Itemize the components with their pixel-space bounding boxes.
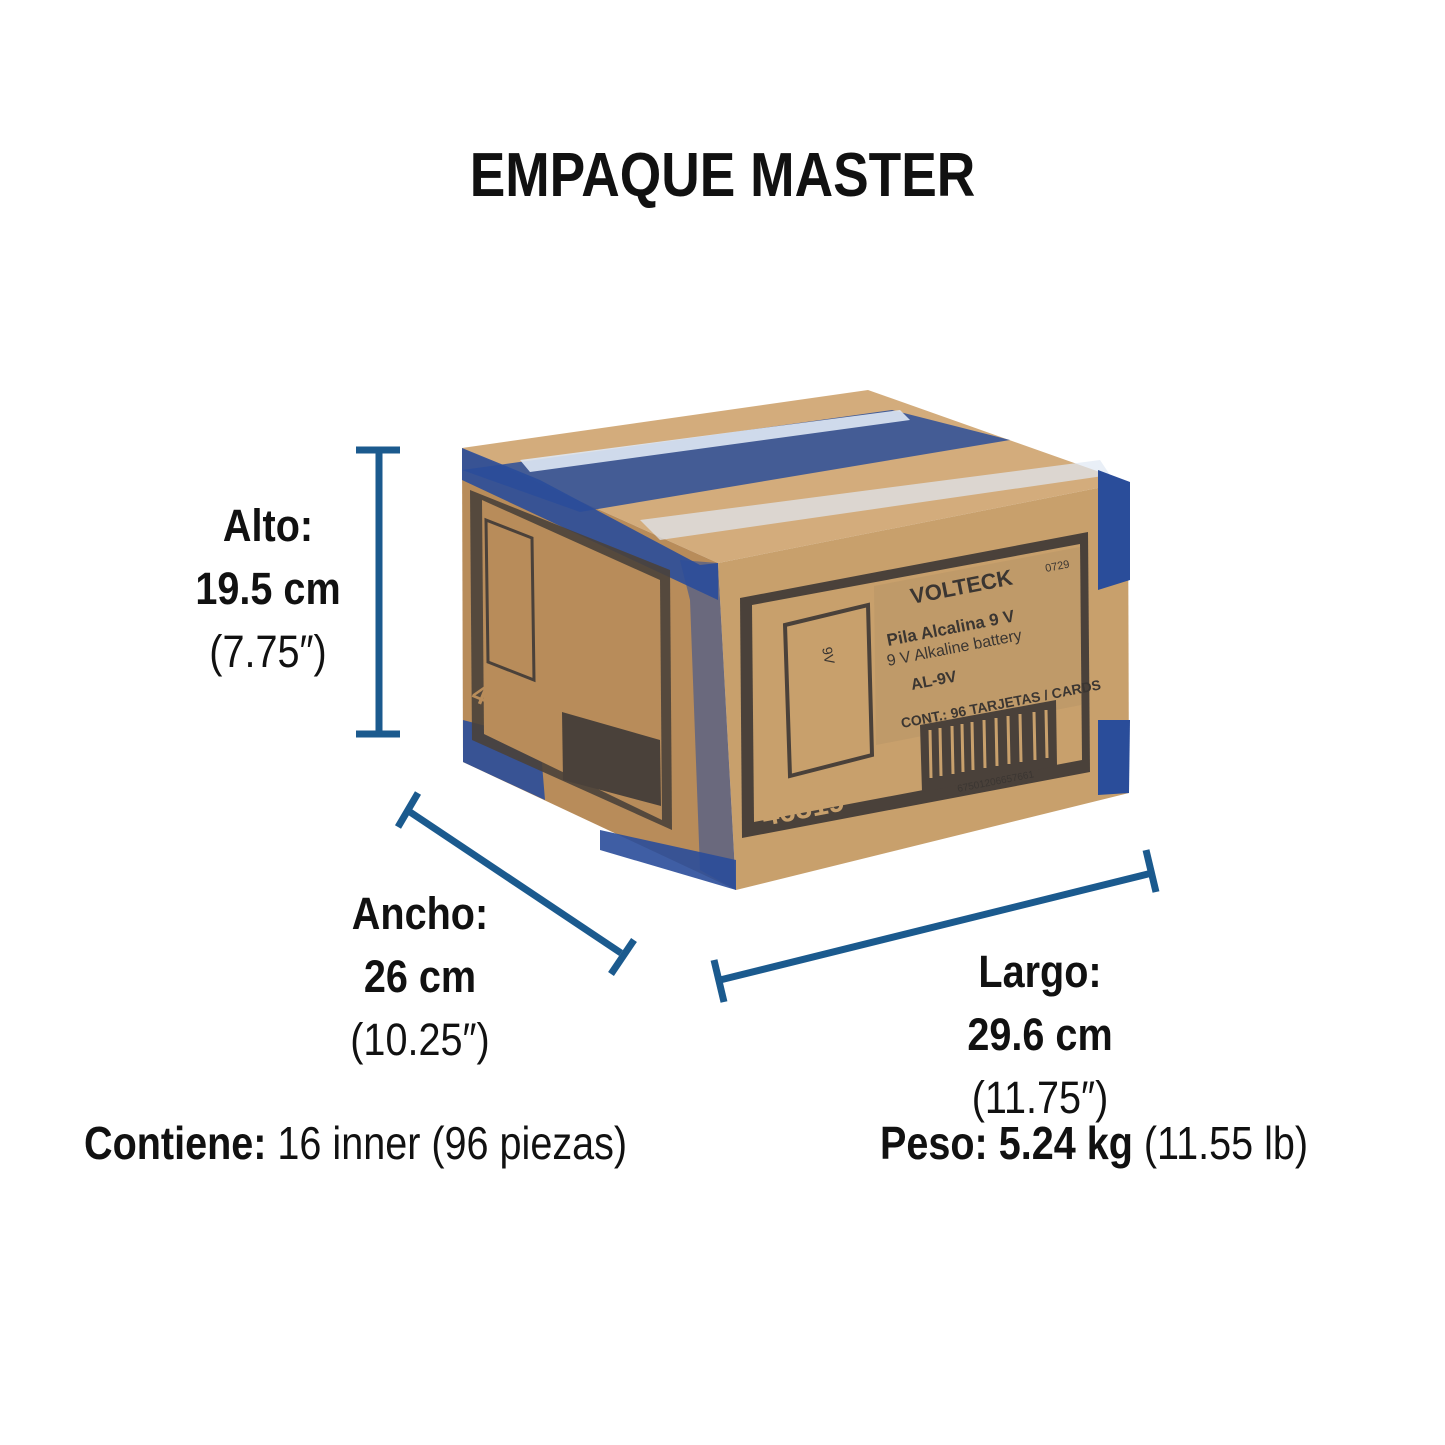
- height-label: Alto:: [222, 500, 314, 551]
- length-measure-line: [710, 849, 1160, 1003]
- weight-value: (11.55 lb): [1143, 1117, 1309, 1169]
- contents-label: Contiene:: [84, 1117, 267, 1169]
- height-metric: 19.5 cm: [195, 563, 341, 614]
- weight-value-bold: 5.24 kg: [998, 1117, 1133, 1169]
- box-battery-mark: 9V: [819, 646, 838, 667]
- barcode-lines: [928, 709, 1049, 779]
- height-imperial: (7.75″): [209, 626, 327, 677]
- weight-info: Peso: 5.24 kg (11.55 lb): [880, 1116, 1308, 1170]
- contents-value: 16 inner (96 piezas): [277, 1117, 628, 1169]
- weight-label: Peso:: [880, 1117, 988, 1169]
- length-dimension: Largo: 29.6 cm (11.75″): [930, 940, 1150, 1129]
- width-label: Ancho:: [351, 888, 489, 939]
- length-imperial: (11.75″): [971, 1072, 1109, 1123]
- top-tape: [462, 410, 1010, 512]
- box-lot: 0729: [1044, 558, 1070, 574]
- height-dimension: Alto: 19.5 cm (7.75″): [168, 494, 368, 683]
- battery-sketch-front: [782, 602, 875, 779]
- length-metric: 29.6 cm: [967, 1009, 1113, 1060]
- contents-info: Contiene: 16 inner (96 piezas): [84, 1116, 627, 1170]
- length-label: Largo:: [978, 946, 1102, 997]
- right-tape: [1098, 470, 1130, 590]
- width-metric: 26 cm: [363, 951, 477, 1002]
- width-imperial: (10.25″): [350, 1014, 490, 1065]
- height-measure-line: [356, 446, 400, 738]
- battery-sketch-left: [484, 517, 536, 683]
- width-dimension: Ancho: 26 cm (10.25″): [310, 882, 530, 1071]
- width-measure-line: [394, 791, 637, 976]
- page-title: EMPAQUE MASTER: [469, 141, 976, 210]
